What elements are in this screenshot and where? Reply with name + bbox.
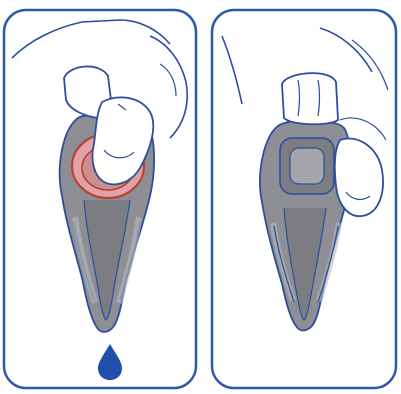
panel-release (212, 10, 396, 388)
panel-press (4, 10, 196, 388)
